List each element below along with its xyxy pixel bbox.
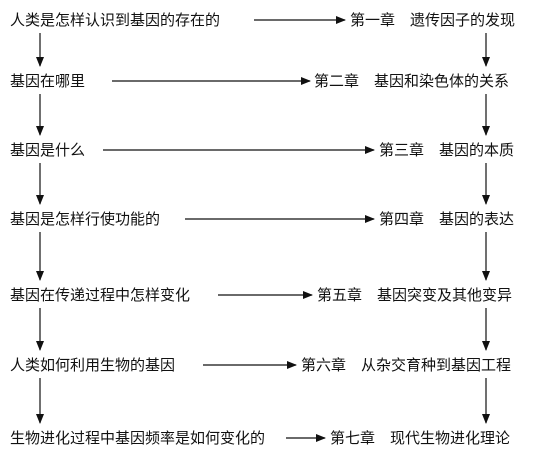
question-2: 基因在哪里	[10, 72, 85, 90]
question-3: 基因是什么	[10, 141, 85, 159]
question-6: 人类如何利用生物的基因	[10, 356, 175, 374]
chapter-3: 第三章 基因的本质	[379, 141, 514, 159]
question-4: 基因是怎样行使功能的	[10, 210, 160, 228]
question-7: 生物进化过程中基因频率是如何变化的	[10, 429, 265, 447]
question-5: 基因在传递过程中怎样变化	[10, 286, 190, 304]
chapter-1: 第一章 遗传因子的发现	[350, 11, 515, 29]
question-1: 人类是怎样认识到基因的存在的	[10, 11, 220, 29]
chapter-4: 第四章 基因的表达	[379, 210, 514, 228]
chapter-5: 第五章 基因突变及其他变异	[317, 286, 512, 304]
chapter-2: 第二章 基因和染色体的关系	[314, 72, 509, 90]
chapter-7: 第七章 现代生物进化理论	[330, 429, 510, 447]
chapter-6: 第六章 从杂交育种到基因工程	[301, 356, 511, 374]
